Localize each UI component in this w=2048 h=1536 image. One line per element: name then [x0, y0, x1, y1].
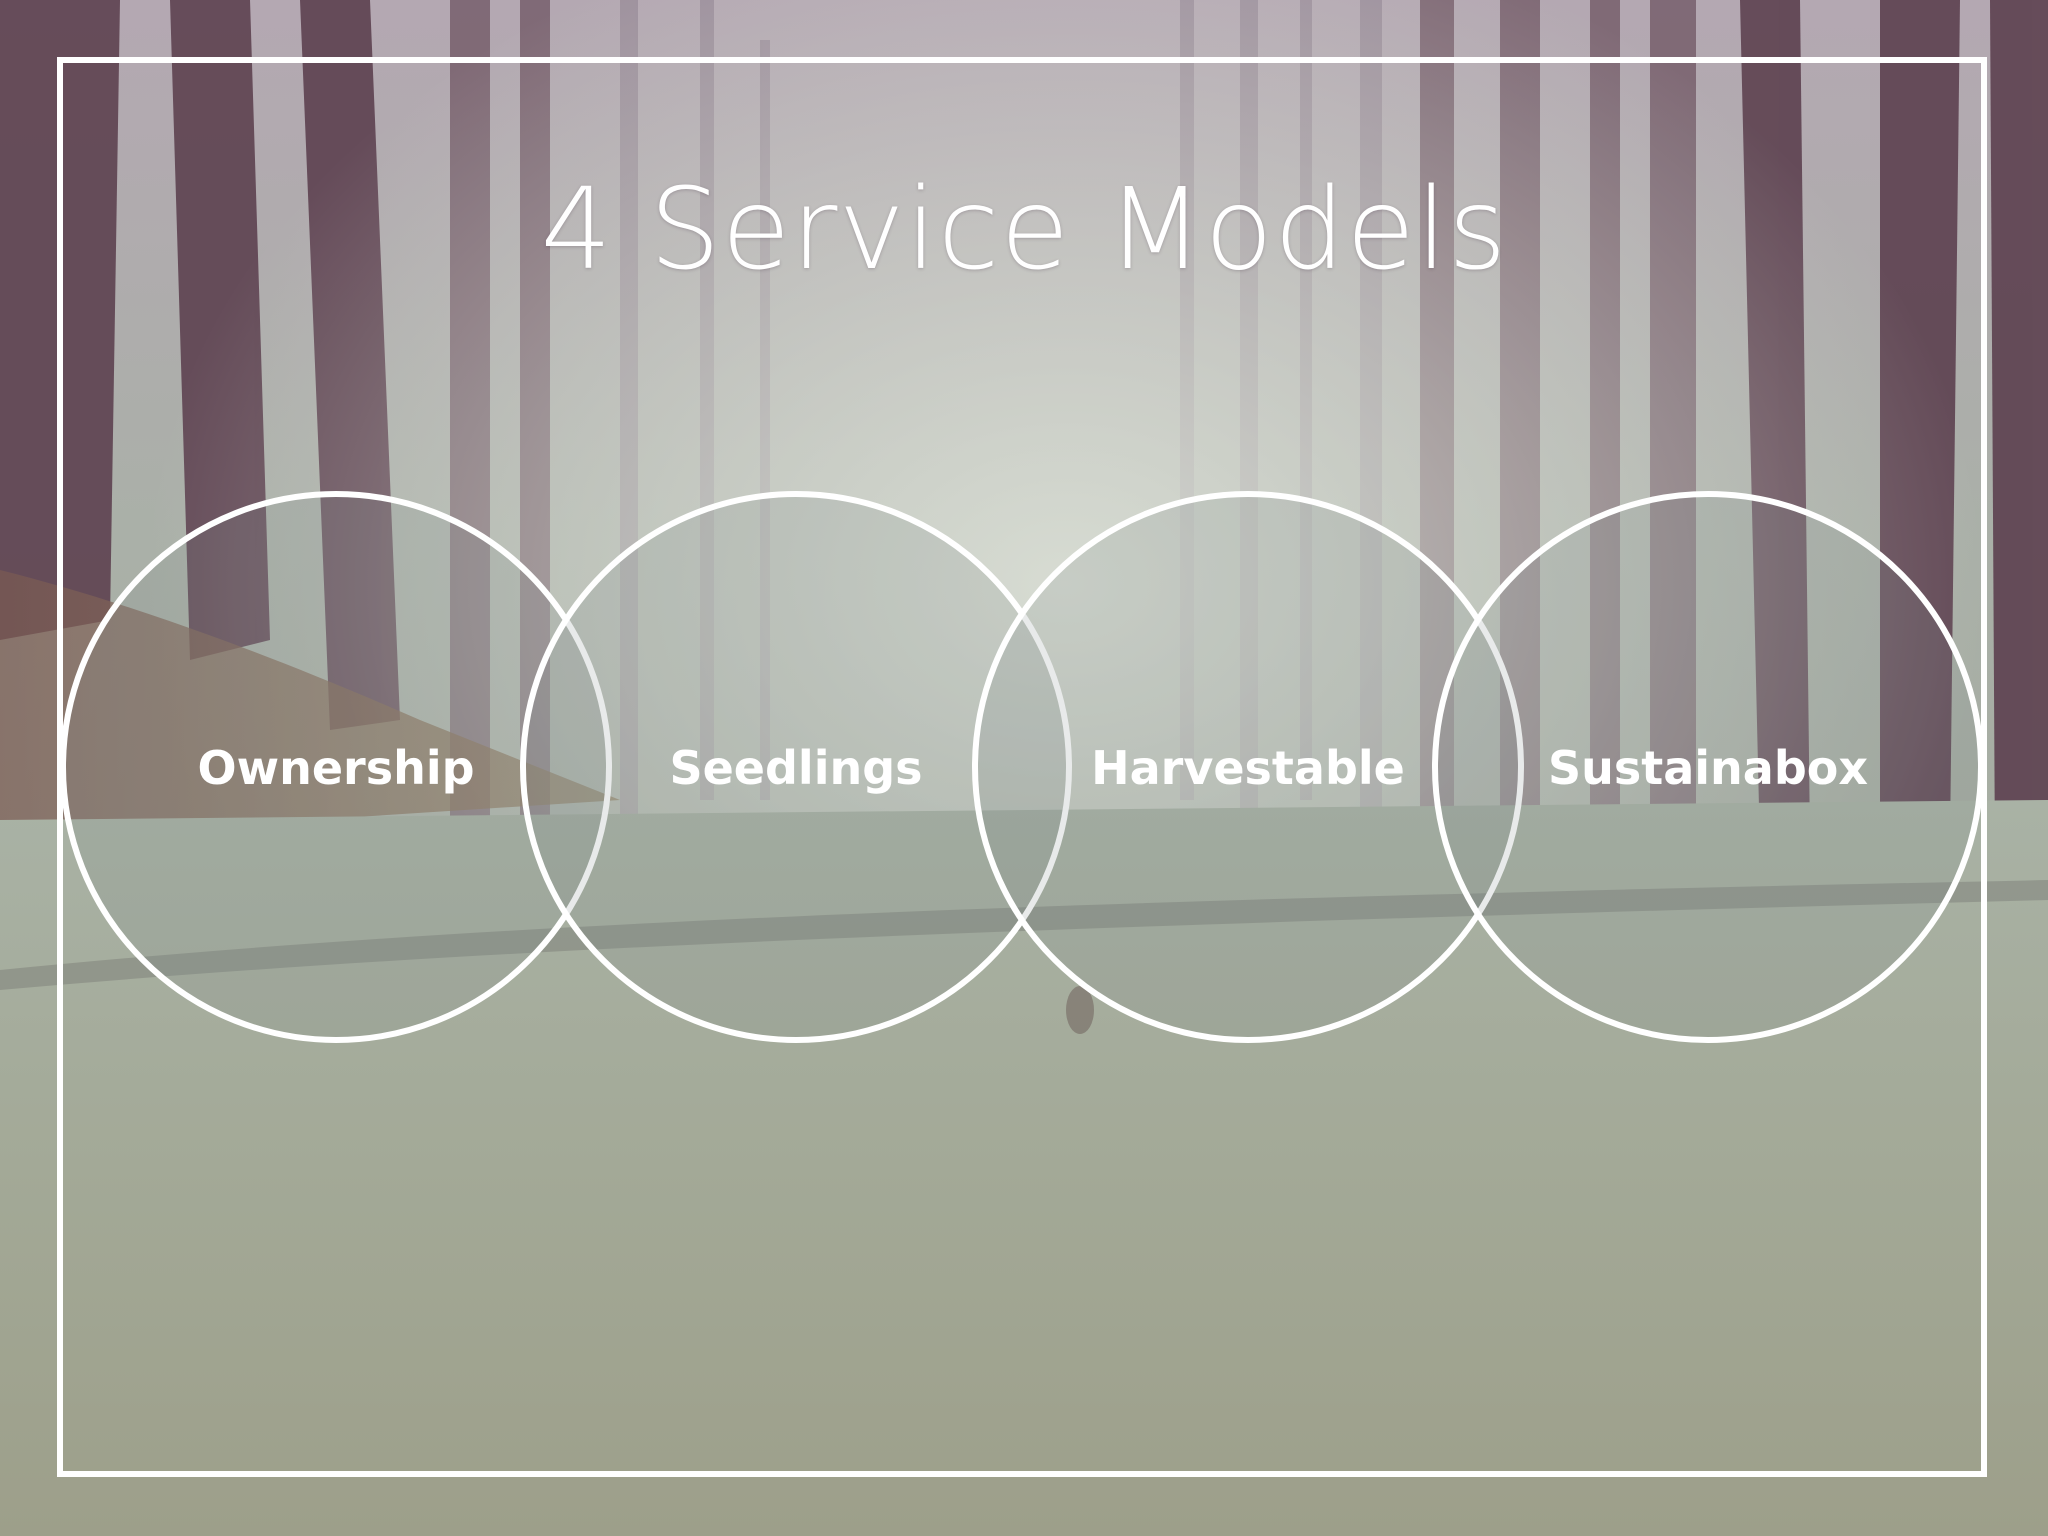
model-label-sustainabox: Sustainabox — [1548, 741, 1868, 795]
model-label-ownership: Ownership — [197, 741, 474, 795]
model-circle-sustainabox: Sustainabox — [1432, 491, 1984, 1043]
model-circle-seedlings: Seedlings — [520, 491, 1072, 1043]
model-label-harvestable: Harvestable — [1091, 741, 1405, 795]
model-circle-harvestable: Harvestable — [972, 491, 1524, 1043]
slide-title: 4 Service Models — [540, 165, 1508, 295]
model-label-seedlings: Seedlings — [669, 741, 922, 795]
model-circle-ownership: Ownership — [60, 491, 612, 1043]
